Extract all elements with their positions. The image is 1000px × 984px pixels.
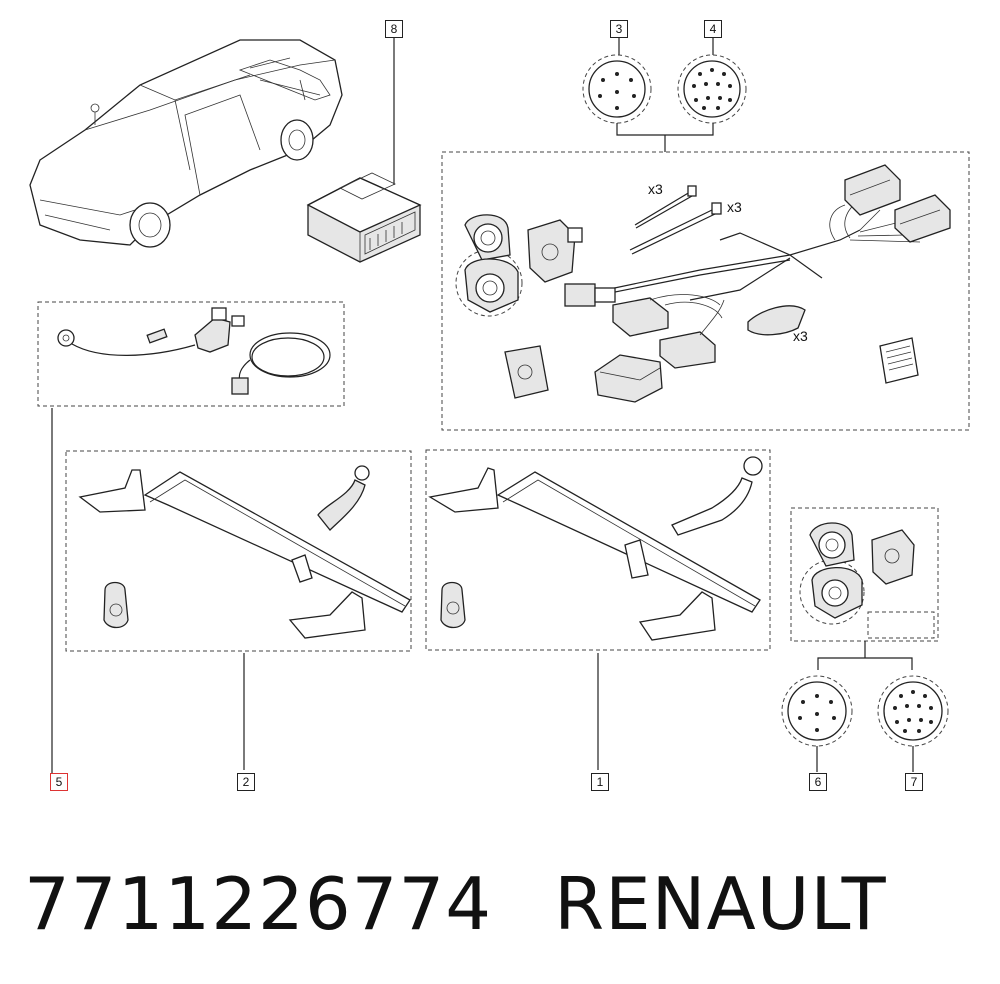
- callout-4[interactable]: 4: [704, 20, 722, 38]
- brand-name: RENAULT: [554, 862, 887, 946]
- part-2-tow-bar: [65, 450, 412, 770]
- callout-5[interactable]: 5: [50, 773, 68, 791]
- callout-6[interactable]: 6: [809, 773, 827, 791]
- part-caption: 7711226774 RENAULT: [24, 862, 887, 946]
- ties-qty-a: x3: [648, 181, 663, 197]
- pads-qty: x3: [793, 328, 808, 344]
- callout-3[interactable]: 3: [610, 20, 628, 38]
- connector-face-7: [877, 675, 949, 772]
- part-number: 7711226774: [24, 862, 493, 946]
- part-8-control-unit: [306, 37, 422, 263]
- callout-1[interactable]: 1: [591, 773, 609, 791]
- socket-group-6-7: [790, 507, 939, 670]
- part-1-tow-bar: [425, 449, 771, 770]
- callout-8[interactable]: 8: [385, 20, 403, 38]
- connector-face-4: [677, 37, 747, 124]
- connector-face-3: [582, 37, 652, 124]
- connector-face-6: [781, 675, 853, 772]
- wiring-kit-group: x3 x3 x3: [441, 151, 970, 431]
- car-illustration: [29, 39, 343, 248]
- callout-2[interactable]: 2: [237, 773, 255, 791]
- ties-qty-b: x3: [727, 199, 742, 215]
- part-5-cable-kit: [37, 301, 345, 778]
- callout-7[interactable]: 7: [905, 773, 923, 791]
